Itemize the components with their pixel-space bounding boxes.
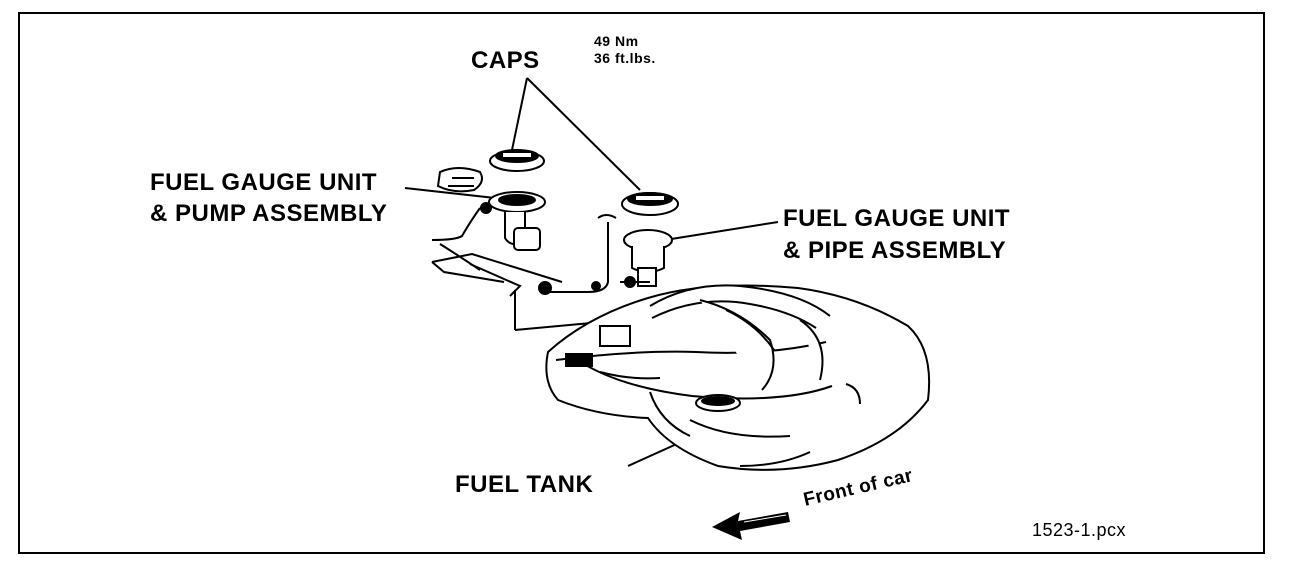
caps-leader-left [511,77,528,151]
torque-ftlbs-label: 36 ft.lbs. [594,50,656,66]
pump-assembly [431,167,546,271]
diagram-frame [18,12,1265,554]
pump-assembly-label-line2: & PUMP ASSEMBLY [150,200,388,227]
torque-nm-label: 49 Nm [594,33,639,49]
left-cap [489,149,545,172]
front-arrow-icon [712,512,790,540]
pump-assembly-label-line1: FUEL GAUGE UNIT [150,169,378,196]
pipe-assembly-label-line2: & PIPE ASSEMBLY [783,237,1007,264]
caps-leader-right [526,77,641,191]
pump-leader [404,187,496,199]
fuel-tank-body [545,284,931,471]
pipe-leader [664,221,779,241]
right-cap [621,192,679,216]
caps-label: CAPS [471,47,540,74]
pipe-assembly-label-line1: FUEL GAUGE UNIT [783,205,1011,232]
fuel-tank-label: FUEL TANK [455,471,594,498]
pipe-assembly [538,214,673,295]
file-name-label: 1523-1.pcx [1032,520,1127,540]
